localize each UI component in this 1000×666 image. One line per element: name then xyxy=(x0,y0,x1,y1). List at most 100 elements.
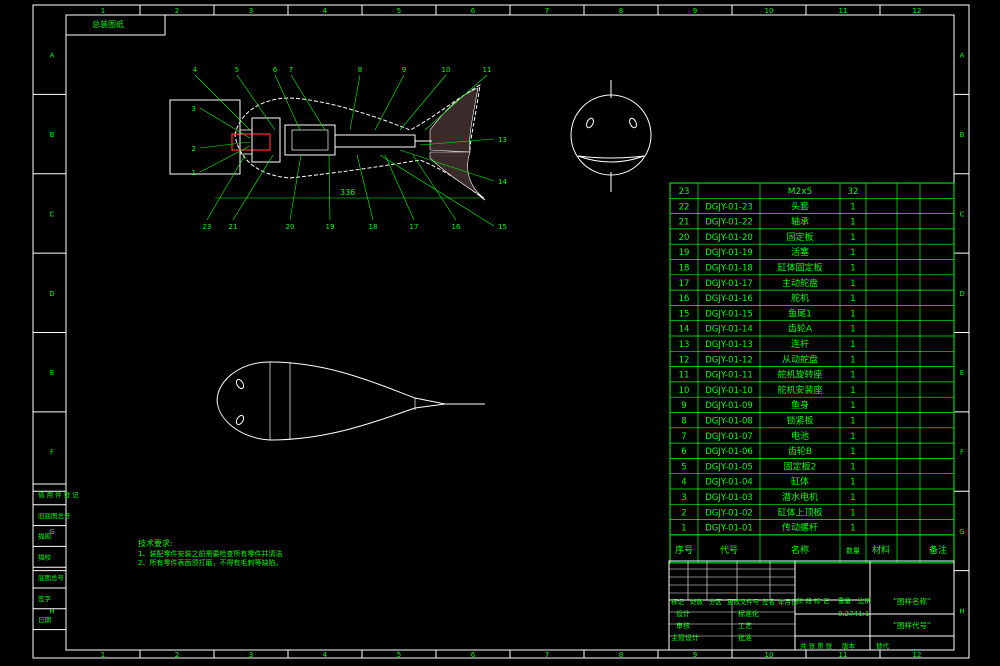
balloon-number: 1 xyxy=(192,169,196,177)
leader-line xyxy=(289,154,302,221)
zone-col-label: 1 xyxy=(101,651,105,659)
bom-cell-qty: 1 xyxy=(850,294,855,304)
zone-row-label: F xyxy=(960,449,964,457)
zone-row-label: G xyxy=(959,528,964,536)
bom-cell-no: 14 xyxy=(679,325,690,335)
corner-tag-box xyxy=(65,14,166,36)
balloon-number: 10 xyxy=(442,66,451,74)
side-panel-label: 描图 xyxy=(38,532,51,541)
zone-row-label: A xyxy=(960,52,965,60)
bom-header-remark: 备注 xyxy=(929,544,947,556)
side-panel-label: 旧底图总号 xyxy=(38,511,71,520)
leader-line xyxy=(412,154,457,221)
bom-cell-code: DGJY-01-15 xyxy=(705,309,753,319)
tech-title: 技术要求: xyxy=(138,538,173,548)
zone-row-label: D xyxy=(959,290,964,298)
title-mark-label: 更改文件号 xyxy=(727,597,760,606)
bom-cell-no: 22 xyxy=(679,202,690,212)
bom-cell-name: 头套 xyxy=(791,200,809,212)
zone-col-label: 11 xyxy=(839,7,848,15)
bearing-block xyxy=(239,129,253,155)
bom-cell-no: 6 xyxy=(681,447,686,457)
balloon-number: 18 xyxy=(369,223,378,231)
balloon-number: 9 xyxy=(402,66,406,74)
zone-col-label: 2 xyxy=(175,7,179,15)
balloon-number: 4 xyxy=(193,66,198,74)
fish-top-outline xyxy=(216,361,446,441)
bom-cell-qty: 1 xyxy=(850,478,855,488)
balloon-number: 17 xyxy=(410,223,419,231)
leader-line xyxy=(206,154,246,221)
balloon-number: 7 xyxy=(289,66,293,74)
bom-cell-name: 齿轮A xyxy=(788,323,813,335)
title-stage-label: 比例 xyxy=(858,596,871,605)
bom-cell-code: DGJY-01-06 xyxy=(705,447,753,457)
top-left-eye xyxy=(235,378,245,390)
title-block: 标记处数分区更改文件号签名年月日设计标准化审核工艺主管设计批准阶 段 标 记重量… xyxy=(668,560,955,651)
zone-row-label: G xyxy=(49,528,54,536)
bom-cell-code: DGJY-01-17 xyxy=(705,279,753,289)
bom-cell-code: DGJY-01-20 xyxy=(705,233,753,243)
bom-cell-name: 轴承 xyxy=(791,216,809,228)
tail-hatch-lower xyxy=(429,151,485,199)
title-check: 审核 xyxy=(676,621,690,630)
bom-cell-code: DGJY-01-14 xyxy=(705,325,753,335)
bom-cell-code: DGJY-01-02 xyxy=(705,508,753,518)
side-panel-label: 描校 xyxy=(38,552,52,561)
bom-cell-name: 鱼身 xyxy=(791,399,809,411)
title-block-frame xyxy=(668,560,955,651)
bom-cell-name: 舵机安装座 xyxy=(777,384,822,396)
side-panel-label: 日期 xyxy=(38,616,52,624)
zone-col-label: 11 xyxy=(839,651,848,659)
bom-cell-qty: 1 xyxy=(850,248,855,258)
leader-line xyxy=(236,74,276,131)
bom-cell-qty: 1 xyxy=(850,340,855,350)
zone-col-label: 5 xyxy=(397,7,401,15)
bom-cell-code: DGJY-01-23 xyxy=(705,202,753,212)
title-process: 工艺 xyxy=(738,622,752,630)
title-mark-label: 处数 xyxy=(690,597,704,606)
dimension-value: 336 xyxy=(340,188,355,197)
bom-cell-code: DGJY-01-08 xyxy=(705,417,753,427)
zone-col-label: 8 xyxy=(619,651,623,659)
zone-col-label: 6 xyxy=(471,7,476,15)
bom-cell-name: 齿轮B xyxy=(788,445,812,457)
leader-line xyxy=(399,74,447,131)
bom-cell-no: 2 xyxy=(681,508,686,518)
balloon-number: 5 xyxy=(235,66,239,74)
bom-cell-qty: 1 xyxy=(850,508,855,518)
title-stage-label: 阶 段 标 记 xyxy=(797,596,830,605)
zone-col-label: 7 xyxy=(545,7,549,15)
zone-col-label: 7 xyxy=(545,651,549,659)
bom-cell-no: 12 xyxy=(679,355,690,365)
title-manager: 主管设计 xyxy=(671,633,699,642)
zone-col-label: 12 xyxy=(913,7,922,15)
bom-cell-code: DGJY-01-22 xyxy=(705,218,753,228)
bom-cell-name: 舵机旋转座 xyxy=(777,369,822,381)
bom-cell-no: 7 xyxy=(681,432,686,442)
bom-cell-name: 主动舵盘 xyxy=(782,277,818,289)
zone-row-label: E xyxy=(50,369,54,377)
leader-line xyxy=(199,141,251,149)
bom-header-material: 材料 xyxy=(872,544,890,556)
zone-row-label: E xyxy=(960,369,964,377)
title-approve: 批准 xyxy=(738,633,752,642)
right-eye xyxy=(629,117,637,129)
zone-col-label: 3 xyxy=(249,651,253,659)
bom-cell-name: M2x5 xyxy=(788,187,813,197)
balloon-number: 15 xyxy=(498,223,507,231)
bom-cell-no: 8 xyxy=(681,417,686,427)
zone-col-label: 8 xyxy=(619,7,623,15)
title-mark-label: 签名 xyxy=(762,597,775,606)
bom-cell-name: 缸体上顶板 xyxy=(777,506,822,518)
leader-line xyxy=(349,74,361,131)
bom-cell-qty: 1 xyxy=(850,202,855,212)
bom-cell-name: 电池 xyxy=(791,430,809,442)
zone-col-label: 4 xyxy=(323,7,328,15)
bom-cell-name: 鱼尾1 xyxy=(788,307,812,319)
top-right-eye xyxy=(235,414,245,426)
bom-cell-code: DGJY-01-07 xyxy=(705,432,753,442)
